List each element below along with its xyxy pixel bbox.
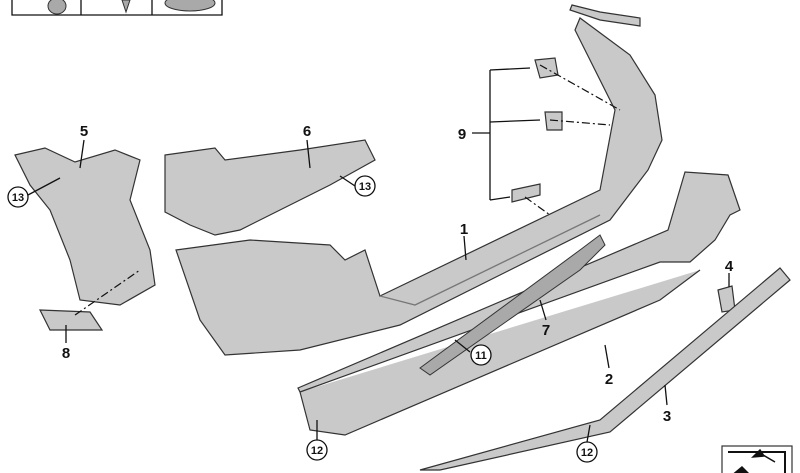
label-9: 9 bbox=[458, 126, 466, 143]
part-7-carrier bbox=[419, 234, 606, 376]
part-trim-top bbox=[569, 4, 641, 27]
label-12-left: 12 bbox=[311, 445, 323, 457]
screw-icon bbox=[121, 0, 131, 14]
label-3: 3 bbox=[663, 408, 671, 425]
label-8: 8 bbox=[62, 345, 70, 362]
label-13-right: 13 bbox=[359, 181, 371, 193]
label-6: 6 bbox=[303, 123, 311, 140]
label-1: 1 bbox=[460, 221, 468, 238]
part-3-trim-strip bbox=[419, 267, 791, 471]
part-1-bumper-cover bbox=[175, 17, 663, 356]
label-2: 2 bbox=[605, 371, 613, 388]
fastener-strip bbox=[11, 0, 223, 16]
part-8-frame bbox=[39, 309, 104, 331]
part-6-bracket bbox=[164, 139, 376, 236]
grommet-icon bbox=[164, 0, 216, 12]
part-5-bracket bbox=[14, 147, 156, 306]
label-4: 4 bbox=[725, 258, 734, 275]
arrow-icon bbox=[721, 445, 793, 473]
clip-icon bbox=[47, 0, 67, 15]
label-7: 7 bbox=[542, 322, 550, 339]
label-13-left: 13 bbox=[12, 192, 24, 204]
part-9-clip-b bbox=[544, 111, 563, 131]
label-12-right: 12 bbox=[581, 447, 593, 459]
label-11: 11 bbox=[475, 350, 487, 362]
label-5: 5 bbox=[80, 123, 88, 140]
part-9-clip-c bbox=[511, 183, 541, 203]
